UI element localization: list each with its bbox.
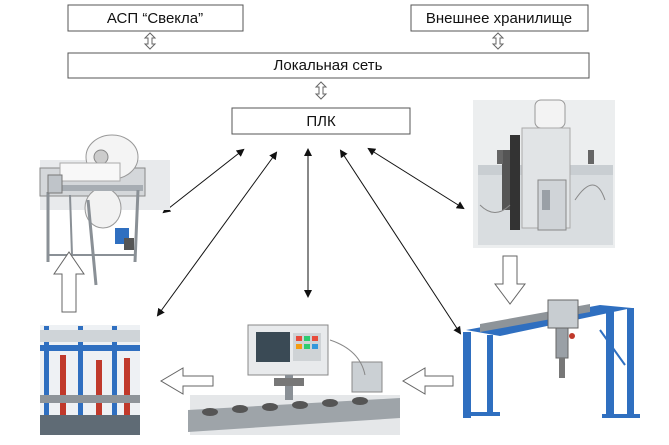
storage-box: Внешнее хранилище (410, 4, 589, 32)
paper-roll-wrapping-machine-icon (39, 134, 170, 286)
vertical-linear-actuator-icon (473, 99, 615, 248)
hollow-arrow-down-icon (494, 255, 526, 305)
network-label: Локальная сеть (274, 57, 383, 74)
storage-label: Внешнее хранилище (426, 10, 572, 27)
link-arrow-5 (367, 147, 465, 210)
link-arrow-2 (156, 151, 278, 317)
asp-box: АСП “Свекла” (67, 4, 244, 32)
control-panel-conveyor-icon (188, 324, 400, 435)
hollow-arrow-up-icon (53, 251, 85, 313)
double-arrow-icon (491, 32, 505, 50)
asp-label: АСП “Свекла” (107, 10, 203, 27)
plc-connections (156, 147, 465, 335)
double-arrow-icon (143, 32, 157, 50)
double-arrow-icon (314, 81, 328, 100)
plc-label: ПЛК (306, 113, 336, 130)
plc-box: ПЛК (231, 107, 411, 135)
link-arrow-4 (339, 149, 462, 335)
link-arrow-1 (162, 148, 245, 214)
gantry-crane-manipulator-icon (463, 299, 640, 418)
blue-rack-assembly-line-icon (40, 325, 140, 435)
hollow-arrow-left-icon (160, 367, 214, 395)
hollow-arrow-left-icon (402, 367, 454, 395)
network-box: Локальная сеть (67, 52, 590, 79)
